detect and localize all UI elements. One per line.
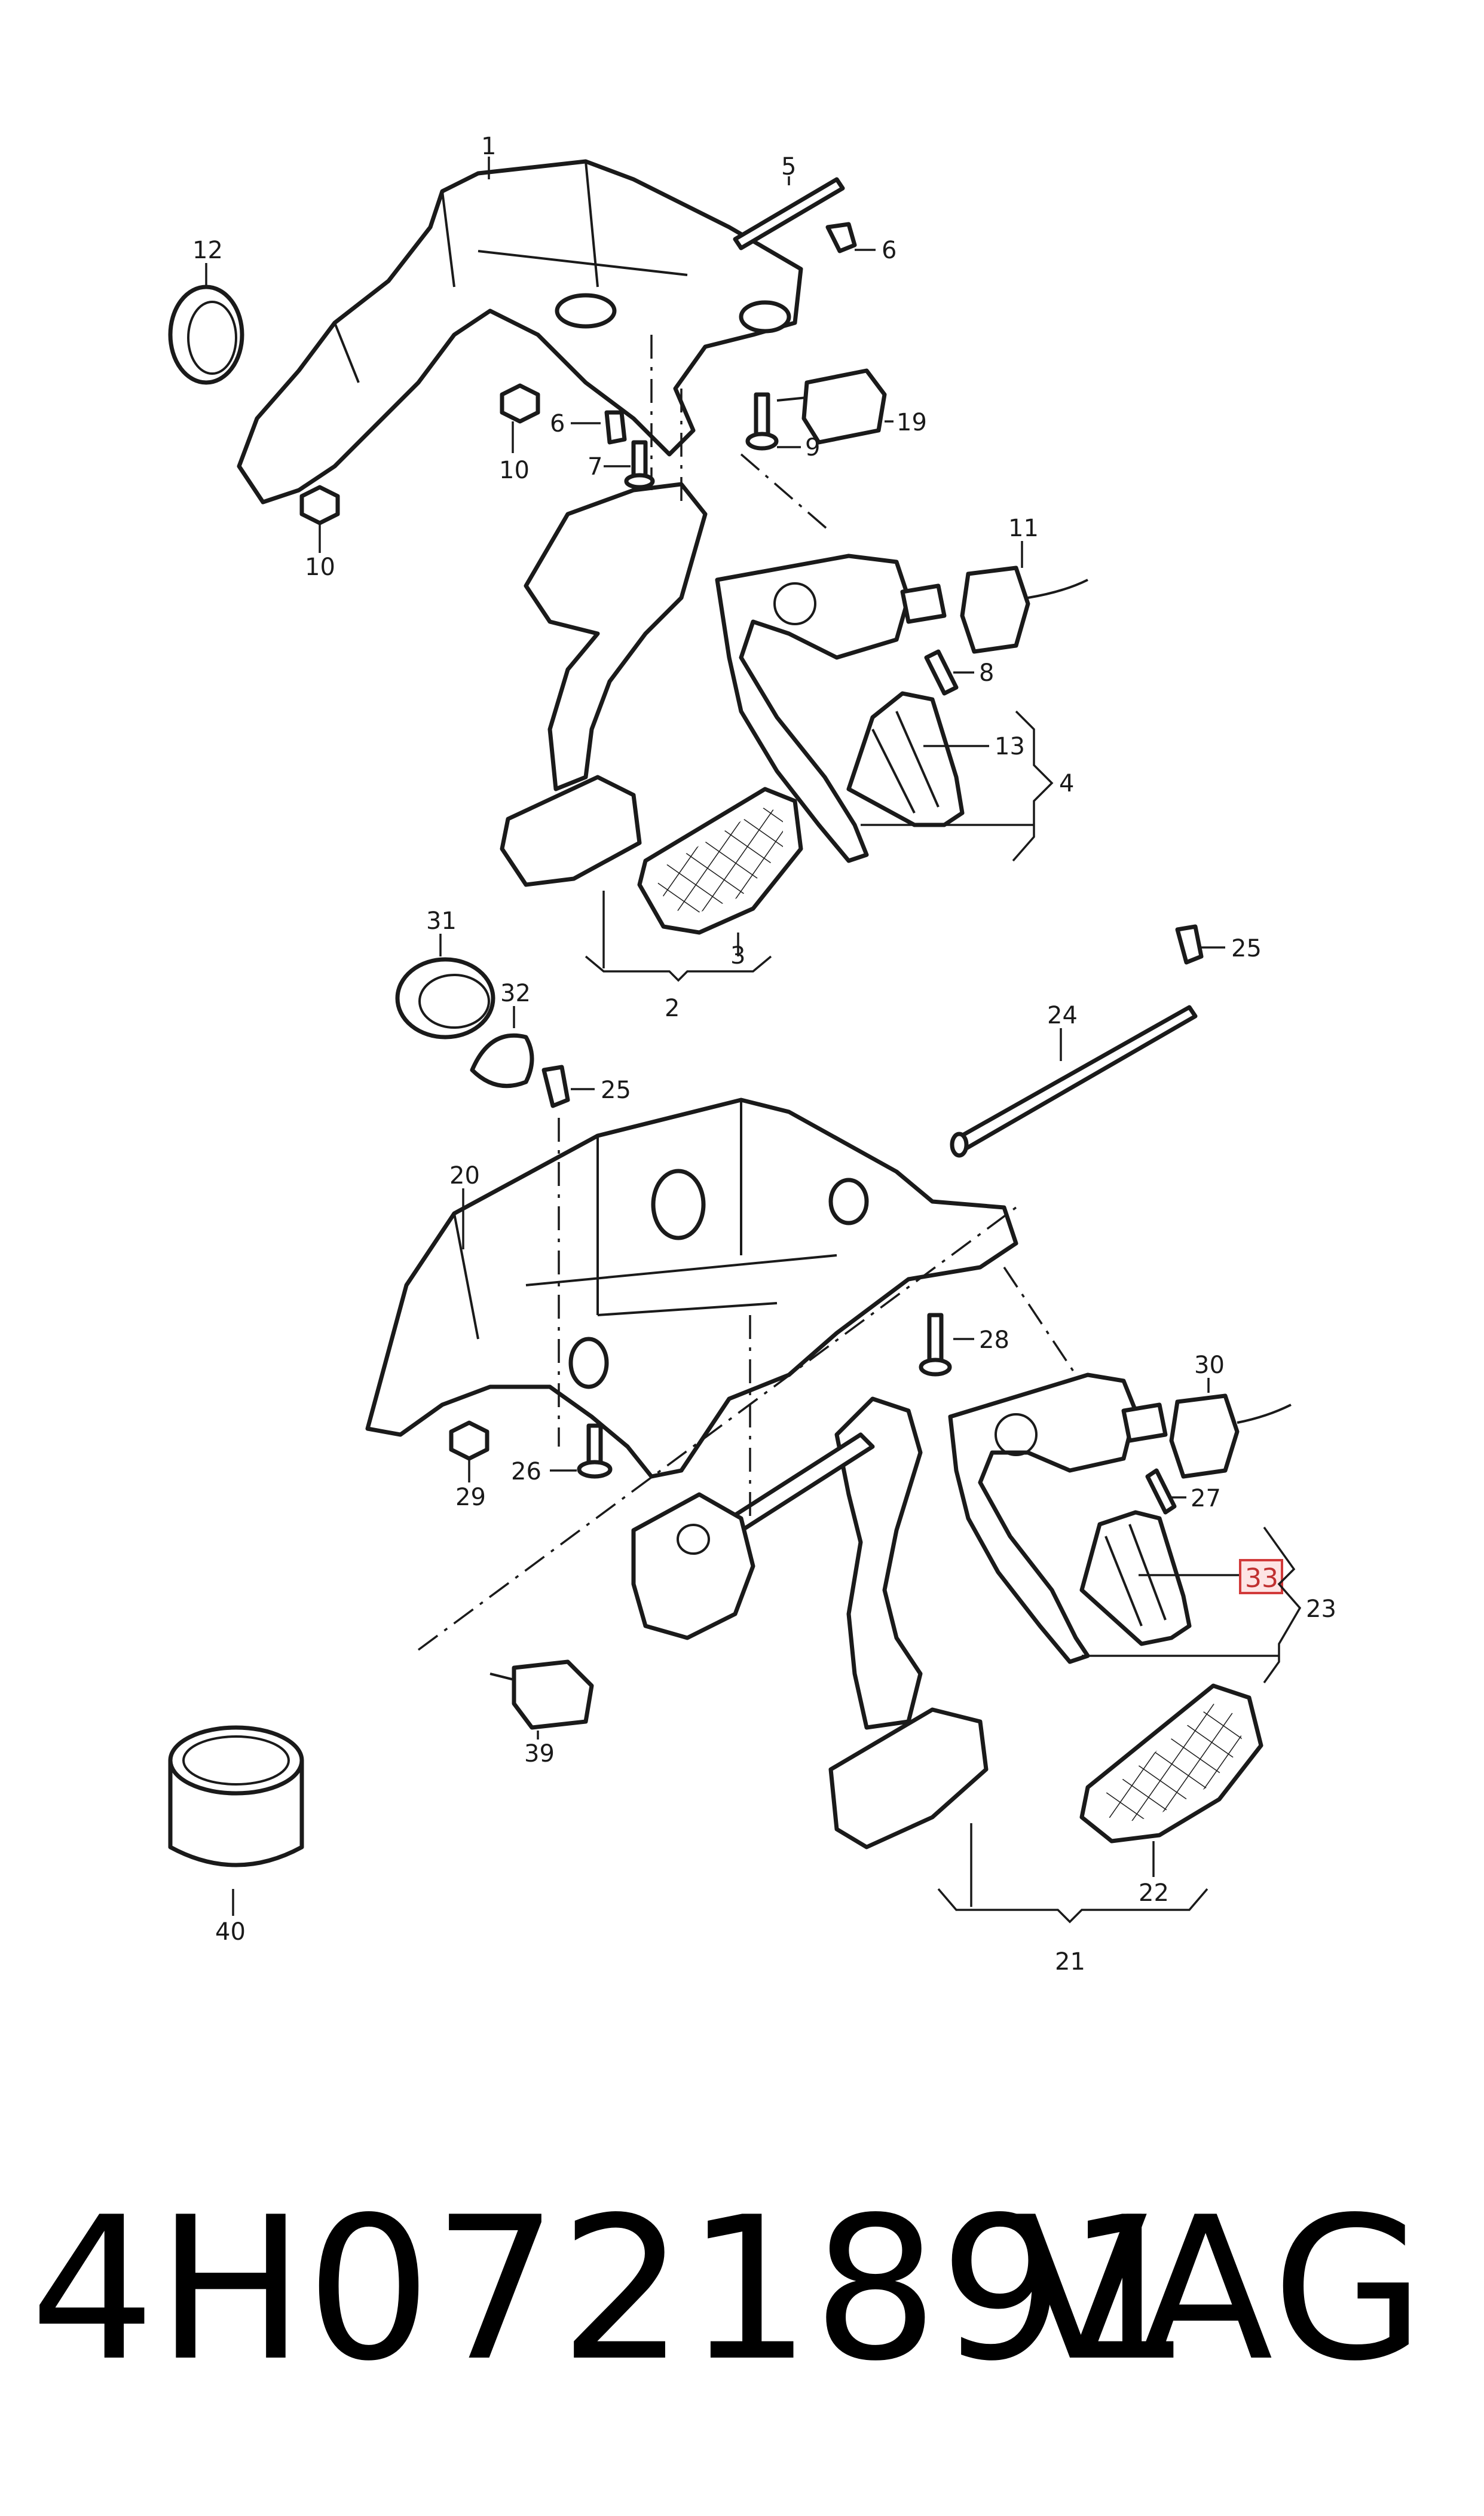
bolt-26 [586, 1423, 603, 1467]
bolt-8 [924, 649, 959, 696]
clip-6-top [825, 222, 857, 253]
callout-10-center: 10 [499, 457, 530, 484]
nut-29 [449, 1420, 489, 1461]
bolt-28 [927, 1313, 944, 1365]
callout-26: 26 [511, 1458, 541, 1485]
callout-10-left: 10 [305, 554, 335, 581]
pedal-bearing-block [631, 1492, 755, 1640]
callout-24: 24 [1047, 1002, 1078, 1029]
callout-31: 31 [426, 907, 457, 935]
callout-23: 23 [1306, 1595, 1336, 1623]
callout-3: 3 [730, 942, 745, 970]
callout-29: 29 [455, 1484, 486, 1511]
callout-7: 7 [588, 453, 602, 481]
brake-light-switch-19 [801, 368, 887, 445]
clip-25-left [541, 1065, 570, 1108]
part-number: 4H0721891 [30, 2175, 1193, 2404]
callout-1: 1 [481, 133, 496, 160]
bolt-7 [631, 440, 648, 481]
upper-pedal-assembly [168, 159, 1088, 935]
callout-2: 2 [665, 995, 680, 1022]
clip-6-left [604, 410, 627, 445]
footer: 4H0721891 VAG [0, 2164, 1484, 2415]
accelerator-module-23 [948, 1372, 1138, 1664]
callout-4: 4 [1059, 770, 1074, 797]
callout-labels: 1 5 6 12 6 7 9 19 10 10 11 8 13 4 3 2 [192, 133, 1336, 1976]
callout-25-left: 25 [601, 1077, 631, 1104]
callout-6-left: 6 [550, 410, 565, 438]
pedal-bracket-upper [237, 159, 803, 505]
callout-9: 9 [805, 434, 820, 461]
brand-name: VAG [1013, 2175, 1427, 2404]
callout-32: 32 [500, 980, 531, 1007]
cap-32 [470, 1033, 534, 1089]
callout-5: 5 [781, 153, 796, 181]
callout-30: 30 [1194, 1352, 1225, 1379]
nut-10-left [299, 485, 340, 525]
bolt-27 [1145, 1468, 1177, 1515]
pedal-bracket-lower [365, 1097, 1018, 1479]
cap-12 [168, 285, 244, 385]
bolt-9 [754, 392, 770, 439]
nut-10-center [500, 383, 540, 424]
brake-light-switch-39 [512, 1659, 594, 1730]
brake-pedal-pad [828, 1707, 989, 1849]
cap-31 [395, 957, 495, 1040]
callout-33: 33 [1245, 1563, 1278, 1594]
clutch-pedal-arm [524, 482, 708, 791]
callout-25-right: 25 [1231, 935, 1262, 962]
callout-11: 11 [1008, 515, 1039, 542]
connector-30 [1169, 1393, 1240, 1479]
callout-8: 8 [979, 659, 994, 687]
callout-6-top: 6 [882, 237, 896, 264]
callout-33-highlight [1239, 1559, 1283, 1594]
callout-39: 39 [524, 1740, 555, 1768]
clip-25-right [1175, 924, 1204, 965]
callout-20: 20 [449, 1162, 480, 1190]
callout-27: 27 [1191, 1485, 1221, 1512]
callout-13: 13 [995, 733, 1025, 760]
callout-21: 21 [1055, 1948, 1085, 1976]
connector-11 [960, 565, 1030, 654]
brake-pedal-arm [834, 1396, 923, 1730]
callout-12: 12 [192, 237, 223, 264]
callout-40: 40 [215, 1918, 246, 1946]
callout-19: 19 [896, 409, 927, 436]
lower-pedal-assembly [168, 924, 1292, 1867]
clutch-pedal-pad [500, 775, 642, 887]
callout-22: 22 [1139, 1879, 1169, 1907]
callout-28: 28 [979, 1326, 1009, 1354]
stud-bolt-5 [733, 177, 845, 250]
